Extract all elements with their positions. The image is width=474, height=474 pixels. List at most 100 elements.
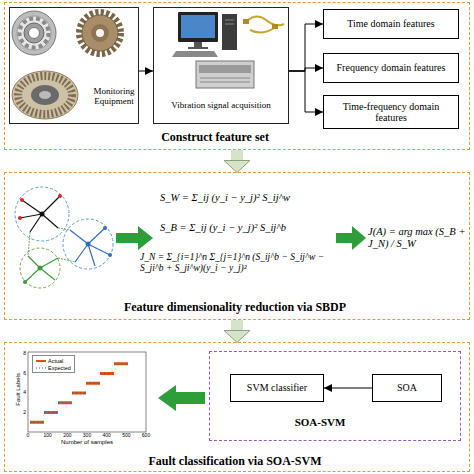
tick-label: 300 [77, 433, 97, 439]
acquisition-box: Vibration signal acquisition [153, 7, 289, 124]
bearing-illustration [12, 11, 56, 55]
cluster-illustration [18, 216, 22, 220]
box-label: SVM classifier [244, 382, 310, 394]
cluster-illustration [70, 228, 110, 266]
process-box: SVM classifier [230, 374, 324, 402]
computer-illustration [199, 65, 251, 73]
model-group: SOA-SVM SVM classifier SOA [209, 351, 461, 441]
formula: J_N = Σ_{i=1}^n Σ_{j=1}^n (S_ij^b − S_ij… [140, 252, 335, 274]
cluster-illustration [20, 196, 60, 232]
computer-illustration [172, 51, 218, 57]
legend-sample [36, 366, 46, 370]
result-plot [28, 352, 146, 432]
connector-arrow [289, 24, 323, 71]
computer-illustration [181, 15, 215, 38]
axis-title: Fault Labels [15, 359, 22, 419]
formula: S_W = Σ_ij (y_i − y_j)² S_ij^w [160, 192, 335, 204]
result-plot [28, 352, 146, 432]
bearing-illustration [20, 19, 49, 48]
box-label: Time domain features [344, 18, 437, 30]
gear-illustration [82, 15, 118, 51]
green-arrow [336, 226, 366, 250]
section-caption: Construct feature set [65, 131, 365, 145]
computer-illustration [272, 24, 278, 29]
equipment-box: Monitoring Equipment [9, 7, 139, 124]
formula: J(A) = arg max (S_B + J_N) / S_W [368, 226, 470, 250]
computer-illustration [200, 82, 250, 83]
section-band: Construct feature set Monitoring Equipmen… [4, 2, 470, 150]
gear-illustration [91, 24, 109, 42]
tick-label: 8 [8, 351, 26, 357]
computer-illustration [188, 47, 208, 49]
section-caption: Fault classification via SOA-SVM [65, 455, 405, 469]
cluster-illustration [15, 187, 69, 241]
gear-illustration [79, 12, 121, 54]
gear-illustration [96, 29, 104, 37]
axis-title: Number of samples [47, 439, 127, 446]
tick-label: 4 [8, 390, 26, 396]
cluster-illustration [15, 187, 113, 288]
computer-illustration [196, 61, 254, 88]
legend-text: Actual [48, 358, 63, 364]
legend-sample [36, 359, 46, 363]
tick-label: 500 [116, 433, 136, 439]
cluster-illustration [23, 280, 27, 284]
tick-label: 400 [97, 433, 117, 439]
feature-box: Frequency domain features [323, 53, 459, 83]
box-label: Vibration signal acquisition [158, 100, 284, 110]
legend-sample-line [36, 367, 46, 368]
connector-arrow [139, 71, 153, 72]
tick-label: 6 [8, 371, 26, 377]
turbine-illustration [12, 71, 78, 119]
cluster-illustration [20, 198, 24, 202]
box-label: Monitoring Equipment [90, 86, 138, 107]
turbine-illustration [39, 91, 51, 99]
computer-illustration [250, 28, 274, 33]
bearing-illustration [24, 23, 44, 43]
feature-box: Time domain features [323, 9, 459, 39]
bearing-illustration [12, 11, 56, 55]
tick-label: 200 [57, 433, 77, 439]
connector-arrow [289, 68, 323, 71]
tick-label: 100 [38, 433, 58, 439]
turbine-illustration [18, 76, 72, 114]
green-arrow [116, 226, 366, 411]
computer-illustration [194, 42, 202, 47]
connector-arrow [289, 71, 323, 112]
gear-illustration [79, 12, 121, 54]
green-arrow [158, 385, 205, 411]
computer-illustration [225, 24, 234, 25]
flow-arrow [231, 320, 243, 330]
box-label: Frequency domain features [334, 62, 449, 74]
formula: S_B = Σ_ij (y_i − y_j)² S_ij^b [160, 222, 335, 234]
bearing-illustration [29, 28, 40, 39]
tick-label: 2 [8, 410, 26, 416]
legend-entry: Actual [36, 357, 71, 364]
turbine-illustration [12, 71, 78, 119]
cluster-illustration [40, 212, 45, 217]
legend-entry: Expected [36, 364, 71, 371]
cluster-illustration [25, 256, 58, 282]
tick-label: 600 [136, 433, 156, 439]
computer-illustration [172, 12, 284, 88]
computer-illustration [225, 20, 234, 21]
tick-label: 0 [18, 433, 38, 439]
plot-legend: ActualExpected [32, 355, 75, 373]
box-label: SOA-SVM [260, 416, 380, 429]
computer-illustration [222, 14, 237, 50]
cluster-illustration [86, 242, 91, 247]
green-arrow [116, 226, 153, 250]
cluster-illustration [20, 248, 60, 288]
section-caption: Feature dimensionality reduction via SBD… [65, 301, 405, 315]
computer-illustration [243, 19, 249, 24]
process-box: SOA [372, 374, 442, 402]
computer-illustration [178, 12, 218, 42]
legend-sample-line [36, 360, 46, 362]
cluster-illustration [108, 253, 112, 257]
turbine-illustration [31, 85, 59, 105]
cluster-illustration [28, 228, 75, 262]
cluster-illustration [58, 194, 62, 198]
cluster-illustration [103, 226, 107, 230]
cluster-illustration [63, 219, 113, 269]
